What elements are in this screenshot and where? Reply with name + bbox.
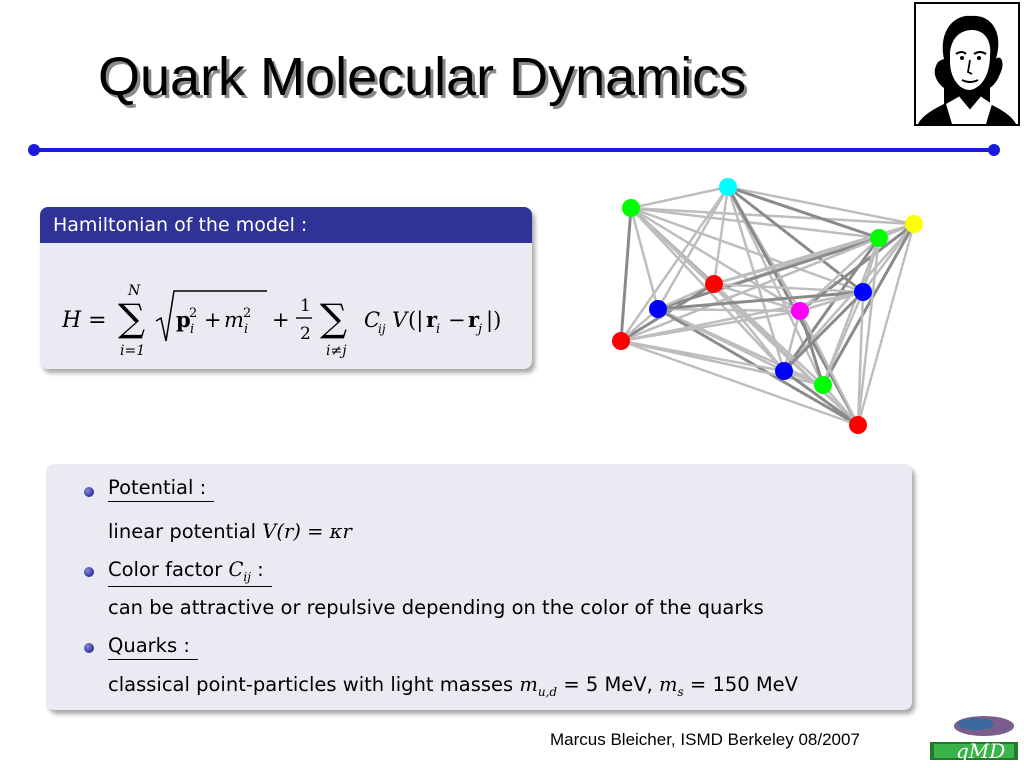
svg-text:∑: ∑	[320, 296, 347, 340]
quark-link	[782, 236, 881, 373]
goethe-portrait-icon	[914, 2, 1020, 126]
svg-text:p: p	[176, 307, 191, 332]
quark-link	[798, 236, 881, 313]
item-quarks-desc: classical point-particles with light mas…	[108, 673, 799, 699]
svg-text:(|: (|	[408, 308, 423, 333]
qmd-logo-icon: qMD	[930, 716, 1018, 763]
svg-text:+: +	[204, 308, 222, 332]
svg-text:|): |)	[486, 308, 501, 333]
sum2-lower: i≠j	[326, 343, 347, 359]
slide-title: Quark Molecular Dynamics	[98, 47, 747, 107]
quark-link	[856, 290, 865, 427]
quark-link	[856, 236, 881, 427]
rule-right-dot	[988, 144, 1000, 156]
quark-node	[775, 362, 793, 380]
svg-text:m: m	[224, 308, 244, 332]
quark-link	[782, 290, 865, 373]
quark-link	[726, 185, 916, 226]
svg-text:+: +	[272, 308, 290, 332]
quark-link	[712, 185, 730, 286]
quark-link	[712, 282, 865, 294]
svg-text:−: −	[448, 308, 466, 332]
item-potential-desc: linear potential V(r) = κr	[108, 520, 352, 543]
quark-node	[705, 275, 723, 293]
svg-text:j: j	[475, 322, 482, 337]
bullet-icon	[84, 567, 94, 577]
svg-text:V: V	[392, 308, 409, 332]
quark-link	[656, 307, 825, 387]
hamiltonian-block: Hamiltonian of the model : H = N ∑ i=1 p…	[40, 207, 532, 369]
svg-text:2: 2	[243, 306, 251, 321]
sum-upper: N	[127, 283, 141, 299]
quark-link	[619, 290, 865, 343]
bullet-icon	[84, 487, 94, 497]
block-header: Hamiltonian of the model :	[40, 207, 532, 243]
quark-link	[856, 222, 916, 427]
quark-link	[712, 282, 786, 373]
quark-link	[726, 185, 881, 240]
quark-link	[782, 309, 802, 373]
item-color-desc: can be attractive or repulsive depending…	[108, 596, 764, 619]
quark-link	[798, 309, 825, 387]
quark-link	[656, 185, 730, 311]
quark-link	[629, 206, 881, 240]
sum-lower: i=1	[120, 343, 145, 359]
formula-lhs: H =	[62, 308, 107, 333]
svg-text:r: r	[468, 307, 480, 332]
quark-link	[656, 290, 865, 311]
hamiltonian-formula: H = N ∑ i=1 p 2 i + m 2 i + 1 2 ∑ i≠j C …	[62, 283, 501, 359]
quark-link	[619, 206, 633, 343]
quark-node	[849, 416, 867, 434]
svg-text:2: 2	[189, 306, 197, 321]
svg-text:qMD: qMD	[956, 739, 1005, 763]
quark-node	[719, 178, 737, 196]
quark-link	[629, 206, 802, 313]
quark-link	[712, 282, 860, 427]
title-rule	[34, 148, 994, 152]
quark-link	[726, 185, 825, 387]
bullet-icon	[84, 643, 94, 653]
quark-node	[649, 300, 667, 318]
item-color-head: Color factor Cij :	[108, 558, 272, 587]
svg-text:i: i	[190, 322, 194, 337]
quark-link	[619, 339, 860, 427]
svg-text:r: r	[426, 307, 438, 332]
quark-node	[622, 199, 640, 217]
quark-link	[629, 206, 916, 226]
svg-text:C: C	[364, 308, 380, 332]
footer-author: Marcus Bleicher, ISMD Berkeley 08/2007	[550, 730, 860, 749]
svg-text:i: i	[244, 322, 248, 337]
quark-link	[821, 222, 916, 387]
quark-node	[905, 215, 923, 233]
quark-link	[821, 290, 865, 387]
svg-text:2: 2	[300, 324, 311, 344]
svg-text:∑: ∑	[118, 296, 145, 340]
svg-text:ij: ij	[378, 322, 386, 336]
quark-node	[612, 332, 630, 350]
quark-link	[726, 185, 865, 294]
svg-text:i: i	[436, 322, 440, 337]
quark-link	[619, 185, 730, 343]
svg-text:1: 1	[300, 296, 311, 316]
quark-node	[814, 376, 832, 394]
item-potential-head: Potential :	[108, 476, 215, 502]
quark-link	[782, 369, 860, 427]
content-box: Potential : linear potential V(r) = κr C…	[46, 464, 912, 710]
quark-node	[854, 283, 872, 301]
item-quarks-head: Quarks :	[108, 634, 198, 660]
quark-graph	[612, 178, 923, 434]
quark-link	[619, 236, 881, 343]
quark-node	[791, 302, 809, 320]
quark-link	[629, 185, 730, 210]
quark-node	[870, 229, 888, 247]
